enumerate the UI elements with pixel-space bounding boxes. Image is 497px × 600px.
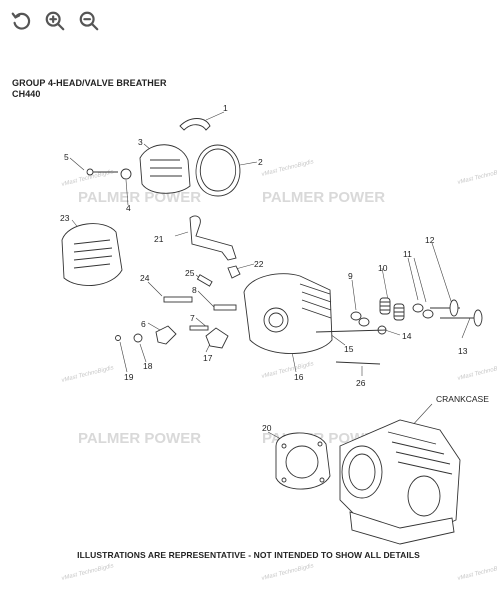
crankcase-bearing <box>407 475 441 517</box>
callout: 13 <box>458 346 468 356</box>
zoom-out-icon <box>79 11 99 31</box>
watermark-stamp: vMast TechnoBigdis <box>261 159 314 178</box>
callout: 21 <box>154 234 164 244</box>
cylinder-head <box>243 273 333 354</box>
callout: 12 <box>425 235 435 245</box>
callout: 6 <box>141 319 146 329</box>
adjuster-nut <box>115 335 121 341</box>
callout: 4 <box>126 203 131 213</box>
callout: 3 <box>138 137 143 147</box>
part-drawings <box>61 118 483 545</box>
cylinder-head-port <box>263 307 289 333</box>
rocker-arm-6 <box>155 325 177 345</box>
watermark-text: PALMER POWER <box>78 189 201 206</box>
spring-retainer-2 <box>422 309 434 319</box>
crankcase-fins <box>387 431 453 475</box>
callout: 7 <box>190 313 195 323</box>
watermark-stamp: vMast TechnoBigdis <box>61 365 114 384</box>
viewer-toolbar <box>8 8 102 34</box>
callout: 25 <box>185 268 195 278</box>
cover-washer <box>120 168 132 180</box>
crankcase-base <box>349 511 455 545</box>
zoom-out-button[interactable] <box>76 8 102 34</box>
pivot-nut <box>133 333 143 343</box>
callout: 17 <box>203 353 213 363</box>
callout: 20 <box>262 423 272 433</box>
model-label: CH440 <box>12 89 41 99</box>
callout: 16 <box>294 372 304 382</box>
diagram-header: GROUP 4-HEAD/VALVE BREATHER CH440 <box>12 78 167 100</box>
crankcase-body <box>339 419 461 537</box>
crankcase-bore-inner <box>348 453 376 491</box>
zoom-in-button[interactable] <box>42 8 68 34</box>
gasket-bolt-hole <box>319 477 325 483</box>
breather-tube <box>189 215 237 261</box>
head-fins <box>299 283 332 319</box>
callout: 22 <box>254 259 264 269</box>
callout: 26 <box>356 378 366 388</box>
valve-cover-ribs <box>73 239 113 269</box>
gasket-bolt-hole <box>281 477 287 483</box>
watermark-stamp: vMast TechnoBigdis <box>457 363 497 382</box>
callout: 15 <box>344 344 354 354</box>
callout-numbers: 1 2 3 4 5 6 7 8 9 10 11 12 13 14 15 16 1… <box>60 103 468 433</box>
pushrod-guide <box>196 274 213 287</box>
breather-cover <box>139 144 191 194</box>
valve-cover <box>61 223 123 286</box>
callout: 8 <box>192 285 197 295</box>
watermark-stamp: vMast TechnoBigdis <box>457 563 497 582</box>
gasket-bolt-hole <box>281 443 287 449</box>
rocker-arm-17 <box>205 327 229 349</box>
callout: 5 <box>64 152 69 162</box>
watermark-layer: PALMER POWER PALMER POWER PALMER POWER P… <box>78 189 385 447</box>
watermark-stamp: vMast TechnoBigdis <box>261 361 314 380</box>
push-rod-26 <box>335 361 381 365</box>
watermark-stamp: vMast TechnoBigdis <box>457 167 497 186</box>
spring-coils <box>380 301 404 317</box>
breather-cover-ribs <box>150 159 182 177</box>
rotate-left-icon <box>11 12 31 30</box>
rotate-button[interactable] <box>8 8 34 34</box>
head-bolt-8 <box>213 304 237 311</box>
head-bolt-24 <box>163 296 193 303</box>
spring-retainer <box>412 303 424 313</box>
cylinder-head-port-inner <box>268 312 284 328</box>
crankcase-label: CRANKCASE <box>436 394 489 404</box>
callout: 10 <box>378 263 388 273</box>
callout: 1 <box>223 103 228 113</box>
crankcase-bore <box>341 445 383 499</box>
callout: 9 <box>348 271 353 281</box>
callout: 18 <box>143 361 153 371</box>
watermark-stamp: vMast TechnoBigdis <box>261 563 314 582</box>
gasket-bolt-hole <box>317 441 323 447</box>
disclaimer-footer: ILLUSTRATIONS ARE REPRESENTATIVE - NOT I… <box>77 550 420 560</box>
valve-head-12 <box>449 299 459 317</box>
cover-screw <box>86 168 94 176</box>
callout: 11 <box>403 249 412 259</box>
valve-head-13 <box>473 309 483 327</box>
watermark-text: PALMER POWER <box>262 189 385 206</box>
valve-keeper-2 <box>358 317 370 327</box>
callout: 24 <box>140 273 150 283</box>
push-rod-15 <box>315 329 387 333</box>
cover-gasket <box>195 144 241 197</box>
callout: 23 <box>60 213 70 223</box>
zoom-in-icon <box>45 11 65 31</box>
breather-grommet <box>227 265 241 279</box>
rocker-stud <box>189 325 209 331</box>
callout: 2 <box>258 157 263 167</box>
head-gasket-bore <box>285 445 319 479</box>
page-title: GROUP 4-HEAD/VALVE BREATHER <box>12 78 167 88</box>
valve-keeper <box>350 311 362 321</box>
callout: 14 <box>402 331 412 341</box>
watermark-stamp: vMast TechnoBigdis <box>61 563 114 582</box>
watermark-text: PALMER POWER <box>78 430 201 447</box>
callout: 19 <box>124 372 134 382</box>
breather-hose <box>179 118 211 131</box>
head-gasket <box>275 432 331 490</box>
cover-gasket-inner <box>199 148 237 192</box>
